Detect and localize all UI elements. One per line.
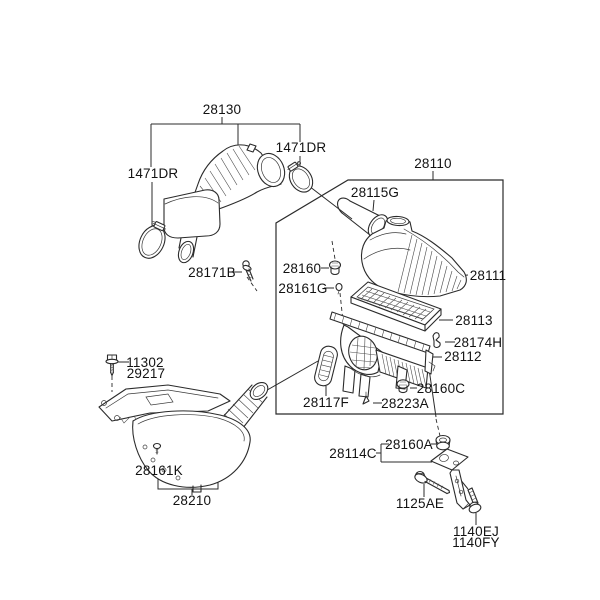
label-1471dr-left: 1471DR: [128, 166, 179, 181]
stud-drawing: [362, 391, 370, 405]
label-28160a: 28160A: [385, 437, 433, 452]
screw-resonator-drawing: [152, 442, 162, 455]
hose-nub: [246, 143, 257, 153]
assembly-boundary-box: [275, 179, 504, 415]
label-11302: 11302: [126, 355, 164, 370]
label-28161k: 28161K: [135, 463, 183, 478]
air-filter-drawing: [350, 281, 442, 332]
hose-chamber: [163, 189, 221, 239]
air-intake-hose-drawing: [163, 143, 286, 264]
grommet-bracket-drawing: [435, 434, 451, 451]
label-28111: 28111: [470, 268, 507, 283]
label-1140ej: 1140EJ: [453, 524, 499, 539]
label-28161g: 28161G: [278, 281, 327, 296]
body-grille-mesh: [349, 336, 377, 370]
label-28160c: 28160C: [417, 381, 466, 396]
label-28110: 28110: [414, 156, 452, 171]
clip-drawing: [432, 332, 441, 348]
label-28171b: 28171B: [188, 265, 236, 280]
label-1471dr-right: 1471DR: [276, 140, 327, 155]
label-28113: 28113: [455, 313, 493, 328]
label-28130: 28130: [203, 102, 242, 117]
clamp-right-drawing: [287, 161, 314, 193]
label-28114c: 28114C: [329, 446, 377, 461]
part-labels: 28130 1471DR 1471DR 28110 28115G 28171B …: [126, 102, 506, 550]
rubber-pad-drawing: [314, 345, 338, 387]
label-1140fy: 1140FY: [452, 535, 499, 550]
body-rim-ticks: [333, 312, 425, 352]
label-28117f: 28117F: [303, 395, 349, 410]
label-28112: 28112: [444, 349, 482, 364]
label-28174h: 28174H: [454, 335, 503, 350]
bolt-lower-drawing: [467, 487, 482, 514]
label-1125ae: 1125AE: [396, 496, 444, 511]
resonator-drawing: [98, 381, 269, 493]
grommet-upper-drawing: [328, 260, 342, 276]
filter-mesh: [357, 288, 433, 322]
label-28160: 28160: [283, 261, 322, 276]
air-cleaner-body-drawing: [329, 311, 436, 398]
label-28115g: 28115G: [351, 185, 399, 200]
bolt-upper-drawing: [105, 354, 119, 377]
insulator-drawing: [335, 282, 343, 295]
label-28223a: 28223A: [381, 396, 429, 411]
bracket-drawing: [430, 448, 471, 510]
bolt-bracket-drawing: [414, 470, 451, 495]
screw-hose-drawing: [242, 260, 254, 282]
grommet-lower-drawing: [396, 379, 410, 394]
clamp-left-drawing: [138, 221, 167, 259]
cover-ribs: [397, 234, 462, 296]
label-28210: 28210: [173, 493, 212, 508]
hose-to-duct-line: [304, 182, 353, 220]
label-29217: 29217: [127, 366, 166, 381]
